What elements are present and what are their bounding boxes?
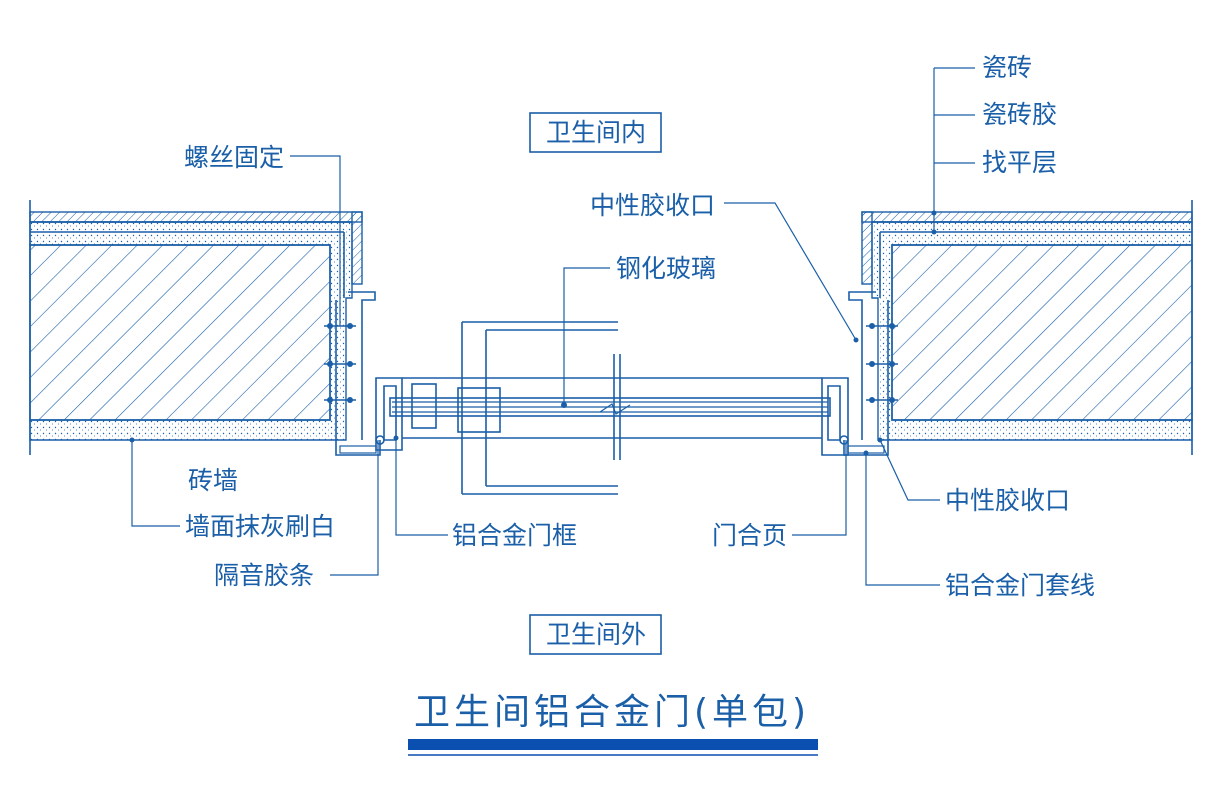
callout-tempered-glass: 钢化玻璃 (616, 254, 716, 283)
room-label-inside: 卫生间内 (529, 112, 662, 153)
left-screws (324, 323, 356, 403)
callout-neutral-sealant-bottom: 中性胶收口 (945, 486, 1070, 515)
callout-screw-fixing: 螺丝固定 (184, 143, 284, 172)
leader-lines (129, 67, 975, 586)
room-label-outside: 卫生间外 (529, 614, 662, 655)
callout-aluminum-trim: 铝合金门套线 (945, 571, 1095, 600)
callout-door-hinge: 门合页 (712, 521, 787, 550)
left-frame (324, 291, 403, 456)
right-frame (821, 291, 898, 456)
callout-neutral-sealant-top: 中性胶收口 (590, 191, 715, 220)
callout-brick-wall: 砖墙 (188, 466, 238, 495)
left-wall (29, 200, 363, 455)
right-wall (861, 200, 1193, 455)
callout-wall-plaster: 墙面抹灰刷白 (185, 512, 335, 541)
room-label-outside-text: 卫生间外 (546, 620, 646, 649)
callout-tile-adhesive: 瓷砖胶 (982, 100, 1057, 129)
callout-aluminum-frame: 铝合金门框 (452, 521, 577, 550)
room-label-inside-text: 卫生间内 (546, 118, 646, 147)
callout-tile: 瓷砖 (982, 53, 1032, 82)
callout-leveling-layer: 找平层 (982, 148, 1057, 177)
door-leaf (389, 321, 831, 495)
right-screws (866, 323, 898, 403)
drawing-title: 卫生间铝合金门(单包) (414, 692, 810, 733)
callout-sound-strip: 隔音胶条 (214, 561, 314, 590)
title-underline-thick (408, 739, 818, 750)
